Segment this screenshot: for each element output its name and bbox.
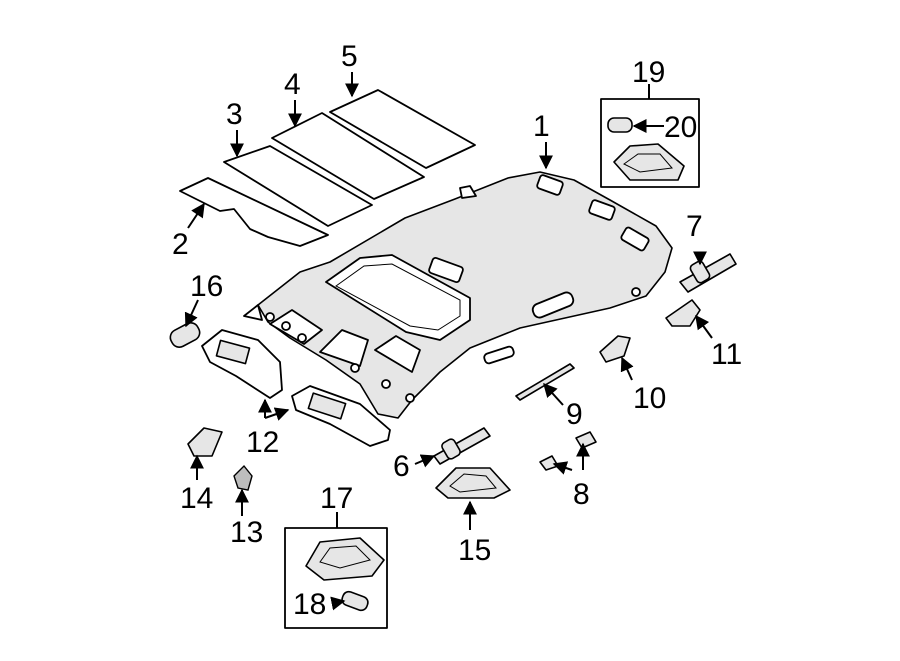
part-5-pad (329, 89, 476, 169)
callout-labels: 1 2 3 4 5 6 7 8 9 10 11 12 13 14 15 16 1… (172, 40, 742, 621)
part-18-bulb (341, 590, 369, 612)
part-8-clips (539, 431, 597, 471)
callout-19: 19 (632, 56, 665, 89)
callout-15: 15 (458, 534, 491, 567)
part-3-pad (223, 145, 373, 227)
callout-3: 3 (226, 98, 243, 131)
part-13-clip (233, 464, 253, 491)
leader-lines (184, 72, 713, 611)
part-6-handle (433, 427, 491, 465)
part-1-headliner (243, 171, 673, 419)
part-4-pad (271, 112, 425, 200)
callout-16: 16 (190, 270, 223, 303)
callout-9: 9 (566, 398, 583, 431)
callout-5: 5 (341, 40, 358, 73)
part-15-lamp (435, 467, 511, 499)
callout-8: 8 (573, 478, 590, 511)
callout-14: 14 (180, 482, 213, 515)
part-19-group-box (600, 98, 700, 188)
part-11-bracket (665, 299, 701, 327)
callout-1: 1 (533, 110, 550, 143)
callout-13: 13 (230, 516, 263, 549)
part-2-pad (179, 177, 329, 247)
part-12-sun-visors (201, 329, 391, 447)
callout-4: 4 (284, 68, 301, 101)
part-14-lamp (187, 427, 223, 457)
part-16-handle (169, 322, 201, 348)
callout-6: 6 (393, 450, 410, 483)
part-10-trim (599, 335, 631, 363)
part-20-bulb (607, 117, 633, 133)
callout-10: 10 (633, 382, 666, 415)
callout-17: 17 (320, 482, 353, 515)
callout-2: 2 (172, 228, 189, 261)
callout-11: 11 (711, 338, 742, 371)
callout-12: 12 (246, 426, 279, 459)
part-9-strip (515, 363, 575, 401)
callout-7: 7 (686, 210, 703, 243)
part-17-group-box (284, 527, 388, 629)
callout-20: 20 (664, 111, 697, 144)
part-7-handle (679, 253, 737, 293)
callout-18: 18 (293, 588, 326, 621)
